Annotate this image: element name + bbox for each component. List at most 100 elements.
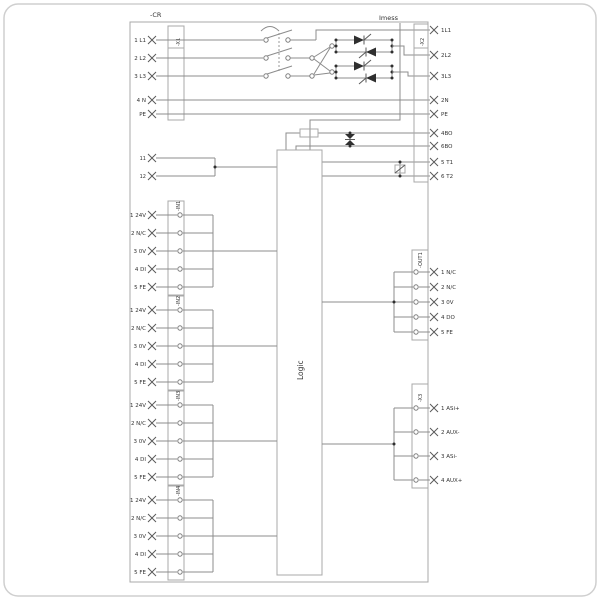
in1-terminal-label: 2 N/C bbox=[131, 231, 146, 237]
socket-contact-icon bbox=[413, 269, 419, 275]
in1-terminal-label: 5 FE bbox=[134, 285, 146, 291]
contact-pole-icon bbox=[263, 55, 269, 61]
socket-contact-icon bbox=[413, 314, 419, 320]
thyristor-block-2 bbox=[334, 59, 430, 85]
socket-contact-icon bbox=[177, 497, 183, 503]
in4-terminal-label: 4 DI bbox=[135, 552, 146, 558]
contact-pole-icon bbox=[285, 37, 291, 43]
in3-terminal-label: 4 DI bbox=[135, 457, 146, 463]
socket-contact-icon bbox=[177, 307, 183, 313]
block1-out-wire bbox=[392, 45, 430, 56]
in3-label: -IN3 bbox=[176, 391, 182, 401]
in1-terminal-label: 4 DI bbox=[135, 267, 146, 273]
junction-dot bbox=[334, 70, 338, 74]
x2-terminal-label: 6 T2 bbox=[441, 174, 453, 180]
brake-wires bbox=[285, 132, 430, 150]
contact-actuator-arc bbox=[260, 26, 280, 32]
x3-strip bbox=[411, 383, 429, 489]
contact-pole-icon bbox=[285, 55, 291, 61]
thyristor-cathode-gate bbox=[363, 33, 372, 45]
in2-group: -IN2 1 24V 2 N/C 3 0V 4 DI 5 FE bbox=[130, 295, 277, 391]
in4-terminal-label: 2 N/C bbox=[131, 516, 146, 522]
x3-terminal-label: 2 AUX- bbox=[441, 430, 460, 436]
x2-terminal-label: 2L2 bbox=[441, 53, 451, 59]
reversing-blades bbox=[313, 46, 331, 76]
out1-terminal-label: 4 DO bbox=[441, 315, 455, 321]
junction-dot bbox=[348, 131, 352, 135]
x1-terminal-label: 2 L2 bbox=[134, 56, 146, 62]
socket-contact-icon bbox=[177, 474, 183, 480]
t-wires bbox=[156, 157, 277, 177]
in4-label: -IN4 bbox=[176, 486, 182, 496]
socket-contact-icon bbox=[413, 429, 419, 435]
in3-group: -IN3 1 24V 2 N/C 3 0V 4 DI 5 FE bbox=[130, 390, 277, 486]
thyristor-cathode-gate bbox=[363, 59, 372, 71]
junction-dot bbox=[390, 50, 394, 54]
junction-dot bbox=[334, 64, 338, 68]
thermistor-icon bbox=[394, 164, 406, 174]
socket-contact-icon bbox=[177, 212, 183, 218]
contact-pole-icon bbox=[263, 37, 269, 43]
device-label: -CR bbox=[150, 11, 162, 19]
in4-terminal-label: 3 0V bbox=[133, 534, 146, 540]
out1-strip bbox=[411, 249, 429, 341]
out1-terminal-label: 2 N/C bbox=[441, 285, 456, 291]
in3-terminal-label: 3 0V bbox=[133, 439, 146, 445]
x2-terminal-label: 3L3 bbox=[441, 74, 452, 80]
suppressor-diode-icon bbox=[345, 134, 355, 139]
x2-strip bbox=[413, 23, 429, 183]
in3-wires bbox=[156, 404, 277, 478]
socket-contact-icon bbox=[413, 477, 419, 483]
in2-label: -IN2 bbox=[176, 296, 182, 306]
out1-terminal-label: 3 0V bbox=[441, 300, 454, 306]
socket-contact-icon bbox=[177, 343, 183, 349]
thyristor-icon bbox=[366, 73, 376, 83]
imess-label: Imess bbox=[379, 14, 399, 22]
in3-terminal-label: 2 N/C bbox=[131, 421, 146, 427]
socket-contact-icon bbox=[177, 456, 183, 462]
socket-contact-icon bbox=[177, 361, 183, 367]
x2-connector: -X2 1L1 2L2 3L3 2N PE 4BO 6BO 5 T1 6 T2 bbox=[413, 23, 453, 183]
x1-terminal-label: 3 L3 bbox=[134, 74, 146, 80]
x3-group: -X3 1 ASi+ 2 AUX- 3 ASi- 4 AUX+ bbox=[322, 383, 463, 489]
in2-terminal-label: 3 0V bbox=[133, 344, 146, 350]
x2-terminal-label: 5 T1 bbox=[441, 160, 453, 166]
thermistor-circuit bbox=[322, 160, 430, 178]
x2-terminal-label: PE bbox=[441, 112, 448, 118]
x2-terminal-label: 4BO bbox=[441, 131, 453, 137]
thyristor-cathode-gate bbox=[358, 73, 367, 85]
in4-group: -IN4 1 24V 2 N/C 3 0V 4 DI 5 FE bbox=[130, 485, 277, 581]
socket-contact-icon bbox=[177, 402, 183, 408]
junction-dot bbox=[398, 174, 402, 178]
in2-wires bbox=[156, 309, 277, 383]
socket-contact-icon bbox=[177, 533, 183, 539]
socket-contact-icon bbox=[177, 379, 183, 385]
socket-contact-icon bbox=[177, 325, 183, 331]
in3-terminal-label: 1 24V bbox=[130, 403, 146, 409]
contact-pole-icon bbox=[309, 73, 315, 79]
x3-terminal-label: 3 ASi- bbox=[441, 454, 457, 460]
out1-terminal-label: 1 N/C bbox=[441, 270, 456, 276]
junction-dot bbox=[398, 160, 402, 164]
in2-strip bbox=[167, 295, 185, 391]
thyristor-icon bbox=[354, 35, 364, 45]
thyristor-icon bbox=[354, 61, 364, 71]
thyristor-cathode-gate bbox=[358, 47, 367, 59]
junction-dot bbox=[390, 38, 394, 42]
x2-terminal-label: 1L1 bbox=[441, 28, 451, 34]
junction-dot bbox=[392, 300, 396, 304]
contact-pole-icon bbox=[329, 43, 335, 49]
in2-terminal-label: 1 24V bbox=[130, 308, 146, 314]
frame: -CR Imess bbox=[3, 3, 597, 597]
contact-pole-icon bbox=[263, 73, 269, 79]
x1-wires bbox=[156, 39, 430, 115]
junction-dot bbox=[334, 76, 338, 80]
socket-contact-icon bbox=[177, 420, 183, 426]
t-terminal-label: 11 bbox=[140, 156, 146, 162]
junction-dot bbox=[392, 442, 396, 446]
in2-terminal-label: 2 N/C bbox=[131, 326, 146, 332]
out1-terminal-label: 5 FE bbox=[441, 330, 453, 336]
in3-strip bbox=[167, 390, 185, 486]
